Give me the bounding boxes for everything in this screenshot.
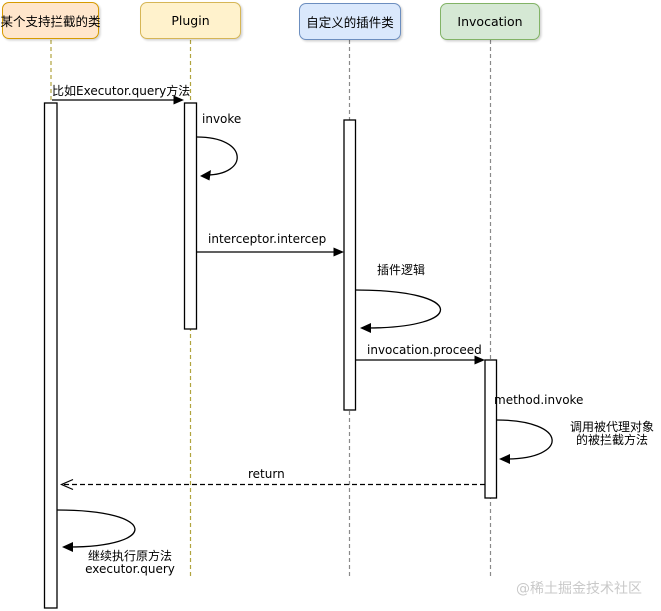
message-label-invocation-proceed: invocation.proceed xyxy=(367,343,482,357)
actor-custom-plugin-class: 自定义的插件类 xyxy=(299,3,401,40)
message-label-method-invoke: method.invoke xyxy=(494,393,584,407)
note-line: 继续执行原方法 xyxy=(87,549,172,563)
message-label-interceptor-intercep: interceptor.intercep xyxy=(208,232,327,246)
message-label-invoke: invoke xyxy=(202,112,242,126)
self-loop-method-invoke xyxy=(496,419,553,464)
message-label-plugin-logic: 插件逻辑 xyxy=(377,263,426,277)
actor-label: Plugin xyxy=(171,13,210,28)
self-loop-invoke xyxy=(196,136,238,181)
actor-invocation: Invocation xyxy=(440,3,540,40)
actor-label: 自定义的插件类 xyxy=(306,15,394,30)
message-arrow-call-query xyxy=(52,95,184,105)
actor-label: Invocation xyxy=(457,14,523,29)
message-arrow-return xyxy=(59,478,485,491)
activation-bar-custom-plugin-class xyxy=(343,119,357,411)
note-line: 调用被代理对象 xyxy=(569,420,654,434)
self-loop-plugin-logic xyxy=(355,289,442,333)
actor-label: 某个支持拦截的类 xyxy=(0,14,101,29)
activation-bar-interceptable-class xyxy=(43,102,58,609)
watermark-juejin-community: @稀土掘金技术社区 xyxy=(516,581,642,597)
message-arrow-interceptor-intercep xyxy=(196,247,344,257)
message-arrow-invocation-proceed xyxy=(355,355,485,365)
activation-bar-plugin xyxy=(183,102,198,330)
activation-bar-invocation xyxy=(484,359,498,499)
message-label-return: return xyxy=(248,467,285,481)
note-continue-original-method: 继续执行原方法 executor.query xyxy=(76,550,184,576)
self-loop-continue-original-method xyxy=(56,509,136,552)
note-line: executor.query xyxy=(85,562,175,576)
message-label-call-query: 比如Executor.query方法 xyxy=(52,84,191,98)
note-proxy-intercepted-method: 调用被代理对象 的被拦截方法 xyxy=(563,421,661,447)
note-line: 的被拦截方法 xyxy=(575,433,648,447)
actor-plugin: Plugin xyxy=(140,2,241,39)
actor-interceptable-class: 某个支持拦截的类 xyxy=(0,2,101,39)
